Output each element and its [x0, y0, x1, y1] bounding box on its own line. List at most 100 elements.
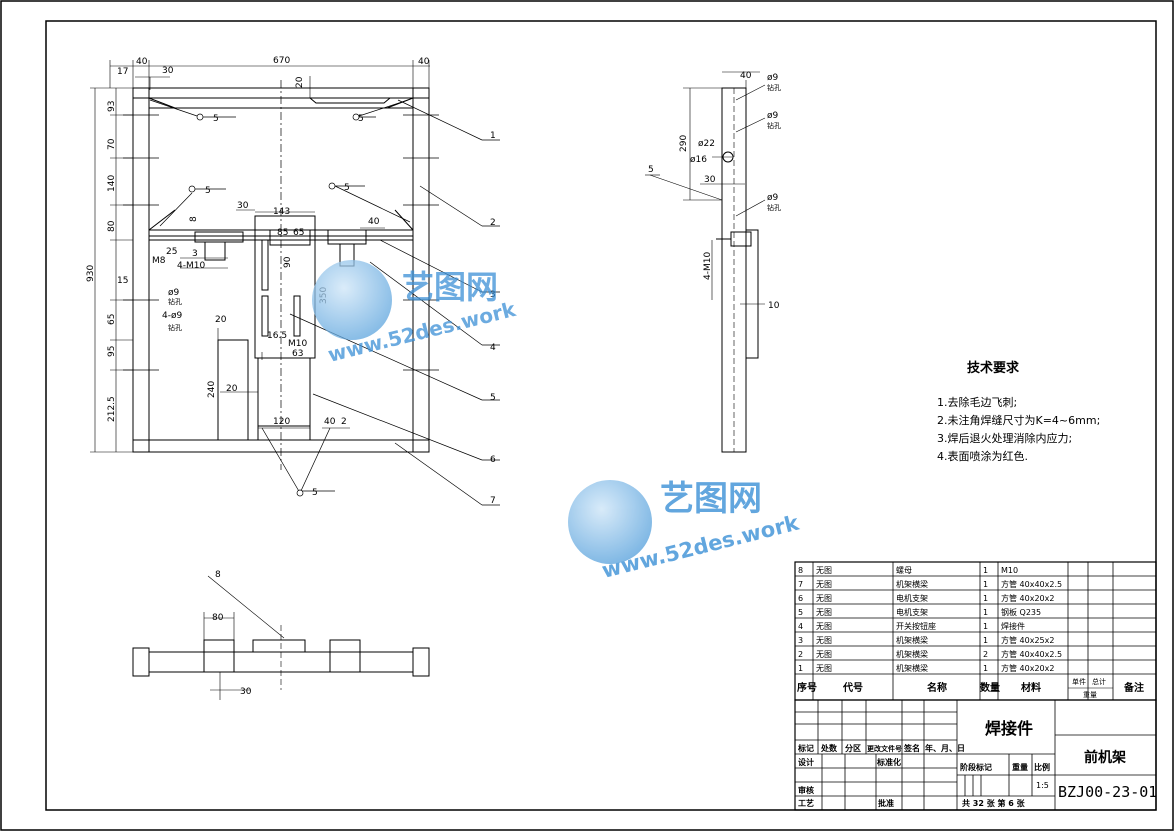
bom-cell-qty: 1: [983, 566, 988, 575]
side-hole-9c: ø9: [767, 193, 779, 203]
watermark-brand-2: 艺图网: [660, 479, 762, 519]
bom-cell-name: 电机支架: [896, 593, 928, 603]
weld-symbol-2: 5: [358, 114, 364, 124]
bom-cell-code: 无图: [816, 622, 832, 631]
dim-93: 93: [107, 101, 117, 112]
dim-30-inner: 30: [237, 201, 249, 211]
bom-table: [794, 561, 1157, 701]
weld-symbol-4: 5: [344, 183, 350, 193]
dim-3: 3: [192, 249, 198, 259]
dim-70: 70: [107, 138, 117, 150]
watermark-1: 艺图网 www.52des.work: [312, 260, 519, 367]
hole-9: ø9: [168, 288, 180, 298]
label-m10: M10: [288, 339, 307, 349]
dim-90: 90: [283, 256, 293, 268]
tech-req-item-1: 1.去除毛边飞刺;: [937, 395, 1017, 409]
part-type: 焊接件: [985, 719, 1033, 738]
side-hole-9c-note: 钻孔: [767, 203, 781, 212]
label-design: 设计: [798, 757, 814, 767]
dim-40-left: 40: [136, 57, 148, 67]
bottom-dim-80: 80: [212, 613, 224, 623]
side-view-labels: 40 ø9 钻孔 ø9 钻孔 290 ø22 ø16 30 ø9 钻孔 5 4-…: [648, 71, 781, 311]
bom-header-weight: 重量: [1083, 691, 1097, 699]
bom-header-remark: 备注: [1123, 681, 1144, 694]
dim-40-c: 40: [324, 417, 336, 427]
bom-header: 序号 代号 名称 数量 材料 单件 总计 重量 备注: [797, 677, 1144, 699]
dim-95: 95: [107, 346, 117, 357]
dim-16-5: 16.5: [267, 331, 287, 341]
callout-2: 2: [490, 218, 496, 228]
dim-930: 930: [86, 265, 96, 282]
drawing-number: BZJ00-23-01: [1058, 783, 1157, 801]
label-approve: 批准: [878, 798, 894, 808]
dim-85: 85: [277, 228, 288, 238]
bom-cell-material: 方管 40x20x2: [1001, 663, 1054, 673]
bom-cell-no: 8: [798, 566, 803, 575]
dim-20-b: 20: [226, 384, 238, 394]
bom-header-single: 单件: [1072, 677, 1086, 686]
side-hole-9b-note: 钻孔: [767, 121, 781, 130]
side-hole-9b: ø9: [767, 111, 779, 121]
hole-4x9-note: 钻孔: [168, 323, 182, 332]
side-view: [645, 71, 766, 453]
bom-cell-qty: 1: [983, 622, 988, 631]
callout-1: 1: [490, 131, 496, 141]
bom-cell-code: 无图: [816, 608, 832, 617]
tech-req-item-4: 4.表面喷涂为红色.: [937, 449, 1028, 463]
bom-cell-material: 方管 40x20x2: [1001, 593, 1054, 603]
bom-cell-material: M10: [1001, 566, 1018, 575]
label-weight: 重量: [1012, 762, 1028, 772]
dim-15: 15: [117, 276, 128, 286]
bom-header-no: 序号: [797, 681, 817, 694]
bom-cell-qty: 1: [983, 594, 988, 603]
side-dim-40: 40: [740, 71, 752, 81]
weld-symbol-1: 5: [213, 114, 219, 124]
bom-cell-material: 钢板 Q235: [1001, 607, 1041, 617]
front-view: [90, 60, 500, 506]
label-4-m10: 4-M10: [177, 261, 205, 271]
side-dim-22: ø22: [698, 139, 715, 149]
label-standard: 标准化: [876, 757, 901, 767]
dim-17: 17: [117, 67, 128, 77]
bom-cell-name: 机架横梁: [896, 635, 928, 645]
bom-cell-code: 无图: [816, 580, 832, 589]
dim-240: 240: [207, 381, 217, 398]
inner-frame: [45, 20, 1157, 811]
dim-65: 65: [107, 314, 117, 325]
side-4-m10: 4-M10: [703, 252, 713, 280]
side-dim-30: 30: [704, 175, 716, 185]
bottom-view-labels: 80 30 8: [212, 570, 252, 697]
label-doc-no: 更改文件号: [867, 744, 902, 753]
bom-cell-code: 无图: [816, 650, 832, 659]
bom-cell-name: 电机支架: [896, 607, 928, 617]
label-sheets: 共 32 张 第 6 张: [962, 798, 1026, 808]
tech-req-item-2: 2.未注角焊缝尺寸为K=4~6mm;: [937, 413, 1100, 427]
bom-cell-qty: 1: [983, 580, 988, 589]
dim-65-inner: 65: [293, 228, 304, 238]
label-zone: 分区: [845, 743, 861, 753]
bom-cell-name: 机架横梁: [896, 663, 928, 673]
scale: 1:5: [1036, 781, 1049, 790]
bom-cell-material: 焊接件: [1001, 621, 1025, 631]
dim-30-top: 30: [162, 66, 174, 76]
side-dim-16: ø16: [690, 155, 707, 165]
label-ratio: 比例: [1034, 762, 1050, 772]
callout-7: 7: [490, 496, 496, 506]
dim-212-5: 212.5: [107, 396, 117, 422]
dim-20-a: 20: [215, 315, 227, 325]
bom-header-total: 总计: [1092, 677, 1106, 686]
bom-cell-no: 5: [798, 608, 803, 617]
side-dim-10: 10: [768, 301, 780, 311]
side-weld-5: 5: [648, 165, 654, 175]
bom-cell-no: 4: [798, 622, 803, 631]
callout-5: 5: [490, 393, 496, 403]
bom-cell-code: 无图: [816, 636, 832, 645]
front-view-labels: 17 40 30 670 40 20 93 70 140 80 930 15 6…: [86, 56, 496, 506]
bom-cell-qty: 1: [983, 636, 988, 645]
bom-header-name: 名称: [927, 681, 947, 694]
dim-670: 670: [273, 56, 290, 66]
label-count: 处数: [820, 743, 838, 753]
